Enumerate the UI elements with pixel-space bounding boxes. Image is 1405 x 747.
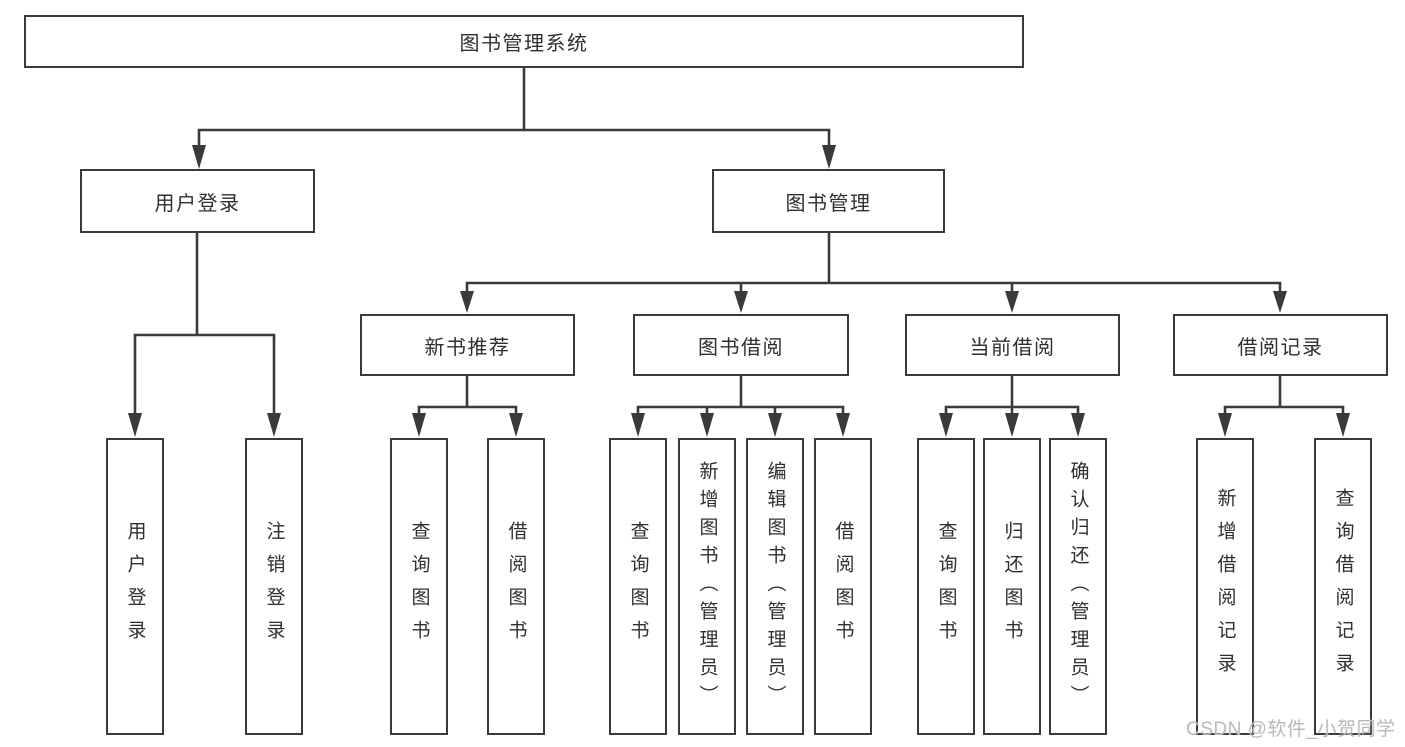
- node-label: 图书管理系统: [459, 33, 589, 55]
- leaf-label: 查询图书: [935, 520, 957, 653]
- leaf-label: 编辑图书（管理员）: [764, 460, 786, 713]
- leaf-label: 注销登录: [263, 520, 285, 653]
- leaf-label: 查询图书: [408, 520, 430, 653]
- leaf-edit-books-admin: 编辑图书（管理员）: [746, 438, 804, 735]
- leaf-label: 新增借阅记录: [1214, 487, 1236, 686]
- node-label: 用户登录: [154, 192, 241, 215]
- node-label: 图书管理: [785, 192, 872, 215]
- leaf-label: 归还图书: [1001, 520, 1023, 653]
- leaf-query-borrow-record: 查询借阅记录: [1314, 438, 1372, 735]
- node-user-login: 用户登录: [80, 169, 315, 233]
- node-label: 借阅记录: [1237, 336, 1324, 359]
- leaf-add-borrow-record: 新增借阅记录: [1196, 438, 1254, 735]
- leaf-label: 借阅图书: [832, 520, 854, 653]
- node-label: 图书借阅: [698, 336, 784, 359]
- leaf-label: 借阅图书: [505, 520, 527, 653]
- leaf-label: 查询借阅记录: [1332, 487, 1354, 686]
- leaf-return-books: 归还图书: [983, 438, 1041, 735]
- leaf-label: 新增图书（管理员）: [696, 460, 718, 713]
- leaf-query-books-borrow: 查询图书: [609, 438, 667, 735]
- leaf-label: 确认归还（管理员）: [1067, 460, 1089, 713]
- node-borrow-records: 借阅记录: [1173, 314, 1388, 376]
- node-current-borrow: 当前借阅: [905, 314, 1120, 376]
- leaf-user-login: 用户登录: [106, 438, 164, 735]
- leaf-borrow-books-recommend: 借阅图书: [487, 438, 545, 735]
- node-label: 新书推荐: [424, 336, 511, 359]
- node-library-system: 图书管理系统: [24, 15, 1024, 68]
- node-book-management: 图书管理: [712, 169, 945, 233]
- leaf-add-books-admin: 新增图书（管理员）: [678, 438, 736, 735]
- leaf-query-books-recommend: 查询图书: [390, 438, 448, 735]
- leaf-logout: 注销登录: [245, 438, 303, 735]
- node-label: 当前借阅: [969, 336, 1056, 359]
- leaf-confirm-return-admin: 确认归还（管理员）: [1049, 438, 1107, 735]
- watermark: CSDN @软件_小贺同学: [1186, 719, 1396, 740]
- node-book-borrow: 图书借阅: [633, 314, 849, 376]
- node-new-book-recommend: 新书推荐: [360, 314, 575, 376]
- leaf-borrow-books: 借阅图书: [814, 438, 872, 735]
- leaf-query-books-current: 查询图书: [917, 438, 975, 735]
- leaf-label: 用户登录: [124, 520, 146, 653]
- leaf-label: 查询图书: [627, 520, 649, 653]
